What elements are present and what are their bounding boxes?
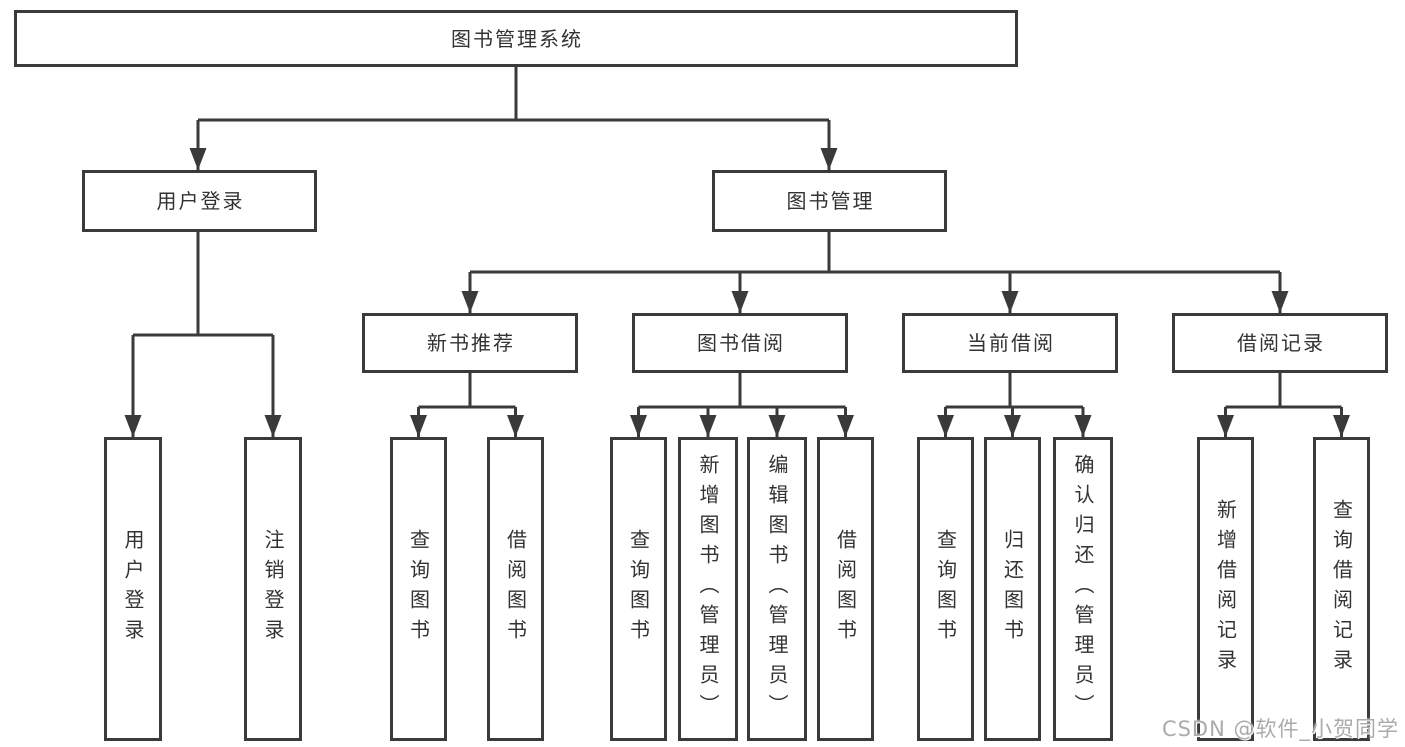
node-label: 确认归还（管理员）: [1071, 454, 1095, 724]
node-label: 查询图书: [626, 529, 651, 649]
leaf-confirm-return-admin: 确认归还（管理员）: [1053, 437, 1113, 741]
node-label: 新增借阅记录: [1213, 499, 1238, 679]
node-book-borrow: 图书借阅: [632, 313, 848, 373]
node-label: 借阅记录: [1237, 331, 1325, 355]
node-label: 借阅图书: [833, 529, 858, 649]
node-label: 当前借阅: [967, 331, 1055, 355]
node-label: 借阅图书: [503, 529, 528, 649]
node-label: 注销登录: [261, 529, 285, 649]
leaf-borrow-books-recommend: 借阅图书: [487, 437, 544, 741]
node-label: 查询图书: [406, 529, 431, 649]
node-borrow-records: 借阅记录: [1172, 313, 1388, 373]
node-label: 查询图书: [933, 529, 958, 649]
connector-book-management-children: [461, 232, 1289, 313]
node-library-management-system: 图书管理系统: [14, 10, 1018, 67]
watermark-text: CSDN @软件_小贺同学: [1161, 717, 1399, 741]
connector-user-login-children: [124, 232, 282, 437]
leaf-logout: 注销登录: [244, 437, 302, 741]
connector-current-borrow-children: [937, 373, 1092, 437]
leaf-query-books-current: 查询图书: [917, 437, 974, 741]
leaf-borrow-books-borrow: 借阅图书: [817, 437, 874, 741]
leaf-edit-book-admin: 编辑图书（管理员）: [747, 437, 807, 741]
node-label: 新增图书（管理员）: [696, 454, 720, 724]
connector-new-book-recommend-children: [410, 373, 524, 437]
node-label: 新书推荐: [427, 331, 515, 355]
connector-borrow-records-children: [1217, 373, 1350, 437]
node-book-management: 图书管理: [712, 170, 947, 232]
node-label: 归还图书: [1000, 529, 1025, 649]
node-user-login: 用户登录: [82, 170, 317, 232]
leaf-query-books-recommend: 查询图书: [390, 437, 447, 741]
node-label: 图书借阅: [697, 331, 785, 355]
connector-root-to-level2: [189, 65, 838, 170]
node-label: 编辑图书（管理员）: [765, 454, 789, 724]
leaf-return-books: 归还图书: [984, 437, 1041, 741]
node-label: 图书管理系统: [451, 26, 583, 51]
leaf-user-login: 用户登录: [104, 437, 162, 741]
connector-book-borrow-children: [630, 373, 854, 437]
node-label: 用户登录: [156, 189, 245, 213]
node-current-borrow: 当前借阅: [902, 313, 1118, 373]
leaf-add-book-admin: 新增图书（管理员）: [678, 437, 738, 741]
node-label: 图书管理: [786, 189, 875, 213]
leaf-query-borrow-record: 查询借阅记录: [1313, 437, 1370, 741]
leaf-query-books-borrow: 查询图书: [610, 437, 667, 741]
leaf-add-borrow-record: 新增借阅记录: [1197, 437, 1254, 741]
node-label: 查询借阅记录: [1329, 499, 1354, 679]
node-new-book-recommend: 新书推荐: [362, 313, 578, 373]
node-label: 用户登录: [121, 529, 145, 649]
